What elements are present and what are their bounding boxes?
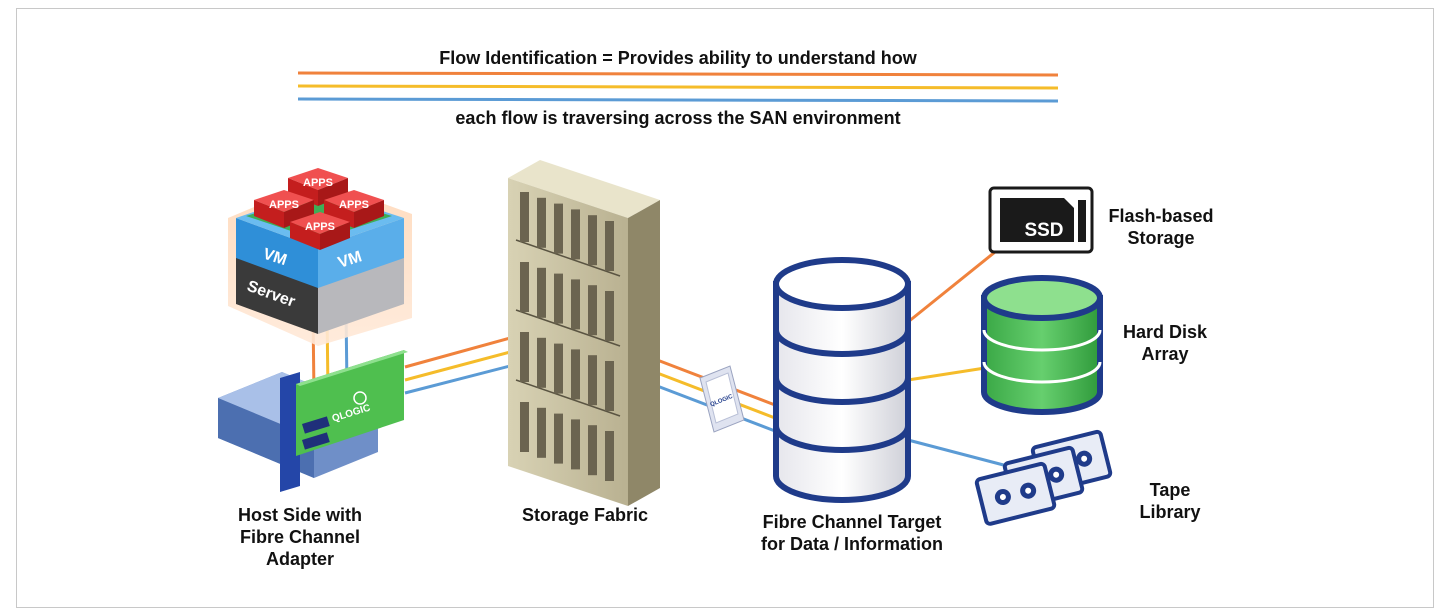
rack-vent-slot — [605, 361, 614, 411]
ssd-icon: SSD — [988, 186, 1094, 254]
header-line-2: each flow is traversing across the SAN e… — [455, 108, 901, 128]
vm-block-left — [236, 218, 318, 288]
vm-badge-left: VM — [261, 246, 289, 270]
flow-target-to-hdd — [907, 366, 986, 382]
label-hard-disk-array: Hard Disk Array — [1122, 322, 1208, 364]
ssd-badge: SSD — [1024, 220, 1063, 241]
label-fc-target: Fibre Channel Target for Data / Informat… — [760, 512, 943, 554]
header-line-yellow — [297, 84, 1059, 90]
vm-badge-right: VM — [336, 248, 364, 272]
tape-library-icon — [974, 429, 1113, 526]
rack-vent-slot — [571, 209, 580, 260]
rack-vent-slot — [571, 279, 580, 330]
rack-vent-slot — [520, 402, 529, 452]
rack-vent-slot — [605, 291, 614, 341]
label-host-side: Host Side with Fibre Channel Adapter — [237, 505, 362, 569]
flow-target-to-flash — [907, 250, 996, 324]
hard-disk-array-icon — [981, 275, 1103, 415]
storage-fabric-rack-icon — [508, 160, 660, 506]
rack-vent-slot — [588, 425, 597, 476]
header-line-orange — [297, 71, 1059, 77]
rack-vent-slot — [605, 431, 614, 481]
rack-vents — [520, 192, 614, 481]
vm-block-right — [318, 218, 404, 288]
rack-vent-slot — [571, 419, 580, 470]
rack-vent-slot — [588, 215, 597, 266]
label-tape-library: Tape Library — [1139, 480, 1201, 522]
flow-hba-to-fabric-blue — [404, 364, 511, 395]
server-block-left — [236, 256, 318, 334]
fibre-channel-target-icon — [773, 257, 911, 503]
label-flash-storage: Flash-based Storage — [1108, 206, 1214, 248]
rack-vent-slot — [605, 221, 614, 271]
label-storage-fabric: Storage Fabric — [521, 505, 649, 525]
tape-cartridge — [974, 461, 1057, 526]
rack-vent-slot — [520, 192, 529, 242]
rack-vent-slot — [537, 337, 546, 388]
rack-slots — [515, 239, 621, 417]
host-server-icon: APPS APPS APPS APPS VM VM Server — [228, 168, 412, 346]
flow-target-to-tape — [907, 438, 1016, 470]
rack-vent-slot — [520, 332, 529, 382]
rack-vent-slot — [537, 197, 546, 248]
rack-vent-slot — [537, 407, 546, 458]
rack-vent-slot — [571, 349, 580, 400]
apps-badge-left: APPS — [269, 199, 299, 211]
apps-cubes — [254, 168, 384, 250]
san-flow-diagram: APPS APPS APPS APPS VM VM Server QLOGIC — [218, 71, 1113, 526]
header-line-1: Flow Identification = Provides ability t… — [439, 48, 917, 68]
flow-hba-to-fabric-yellow — [404, 350, 511, 382]
rack-vent-slot — [554, 203, 563, 254]
rack-vent-slot — [520, 262, 529, 312]
apps-badge-top: APPS — [303, 177, 333, 189]
rack-vent-slot — [588, 285, 597, 336]
fibre-channel-adapter-icon: QLOGIC — [218, 350, 408, 492]
rack-vent-slot — [554, 413, 563, 464]
header-line-blue — [297, 97, 1059, 103]
flow-hba-to-fabric-orange — [404, 336, 511, 369]
server-block-right — [318, 256, 404, 334]
apps-badge-front: APPS — [305, 221, 335, 233]
rack-vent-slot — [588, 355, 597, 406]
rack-vent-slot — [554, 343, 563, 394]
apps-badge-right: APPS — [339, 199, 369, 211]
header-flow-lines — [297, 71, 1059, 103]
rack-vent-slot — [554, 273, 563, 324]
target-adapter-chip-icon: QLOGIC — [699, 365, 745, 433]
rack-vent-slot — [537, 267, 546, 318]
